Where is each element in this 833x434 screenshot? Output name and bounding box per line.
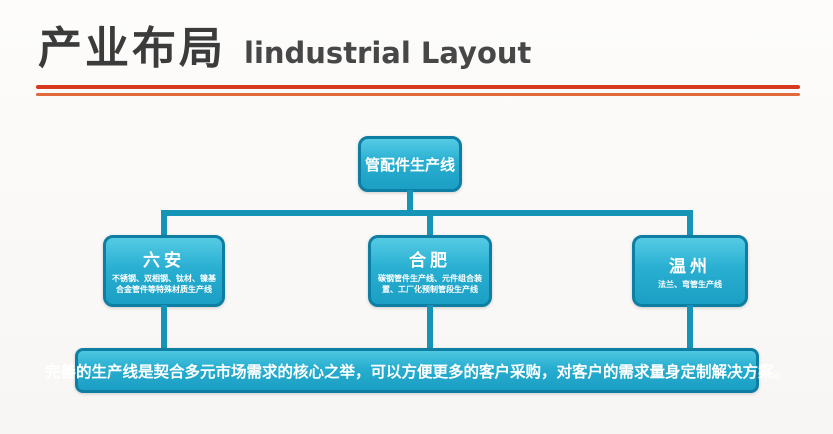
- node-luan-label: 六安: [143, 251, 185, 272]
- connector-root-vertical: [407, 190, 413, 213]
- node-hefei-label: 合肥: [409, 251, 451, 272]
- node-luan-sublabel: 不锈钢、双相钢、钛材、镍基合金管件等特殊材质生产线: [112, 274, 216, 294]
- summary-bar: 完善的生产线是契合多元市场需求的核心之举，可以方便更多的客户采购，对客户的需求量…: [45, 348, 789, 393]
- node-wenzhou: 温州 法兰、弯管生产线: [632, 235, 748, 307]
- page-title: 产业布局: [38, 23, 226, 74]
- summary-text: 完善的生产线是契合多元市场需求的核心之举，可以方便更多的客户采购，对客户的需求量…: [45, 362, 790, 381]
- node-hefei-sublabel: 碳钢管件生产线、元件组合装置、工厂化预制管段生产线: [378, 274, 482, 294]
- node-wenzhou-sublabel: 法兰、弯管生产线: [658, 279, 722, 289]
- connector-stub-luan: [161, 213, 167, 237]
- connector-drop-luan: [161, 305, 167, 350]
- accent-rule-top: [36, 85, 800, 89]
- accent-rule-bottom: [36, 93, 800, 96]
- connector-stub-hefei: [427, 213, 433, 237]
- node-hefei: 合肥 碳钢管件生产线、元件组合装置、工厂化预制管段生产线: [368, 235, 492, 307]
- node-root-label: 管配件生产线: [364, 155, 455, 174]
- node-luan: 六安 不锈钢、双相钢、钛材、镍基合金管件等特殊材质生产线: [103, 235, 225, 307]
- connector-drop-hefei: [427, 305, 433, 350]
- connector-stub-wenzhou: [687, 213, 693, 237]
- page-header: 产业布局 lindustrial Layout: [38, 12, 531, 76]
- page-subtitle: lindustrial Layout: [244, 36, 532, 70]
- node-root: 管配件生产线: [358, 136, 462, 192]
- connector-drop-wenzhou: [687, 305, 693, 350]
- node-wenzhou-label: 温州: [669, 256, 711, 277]
